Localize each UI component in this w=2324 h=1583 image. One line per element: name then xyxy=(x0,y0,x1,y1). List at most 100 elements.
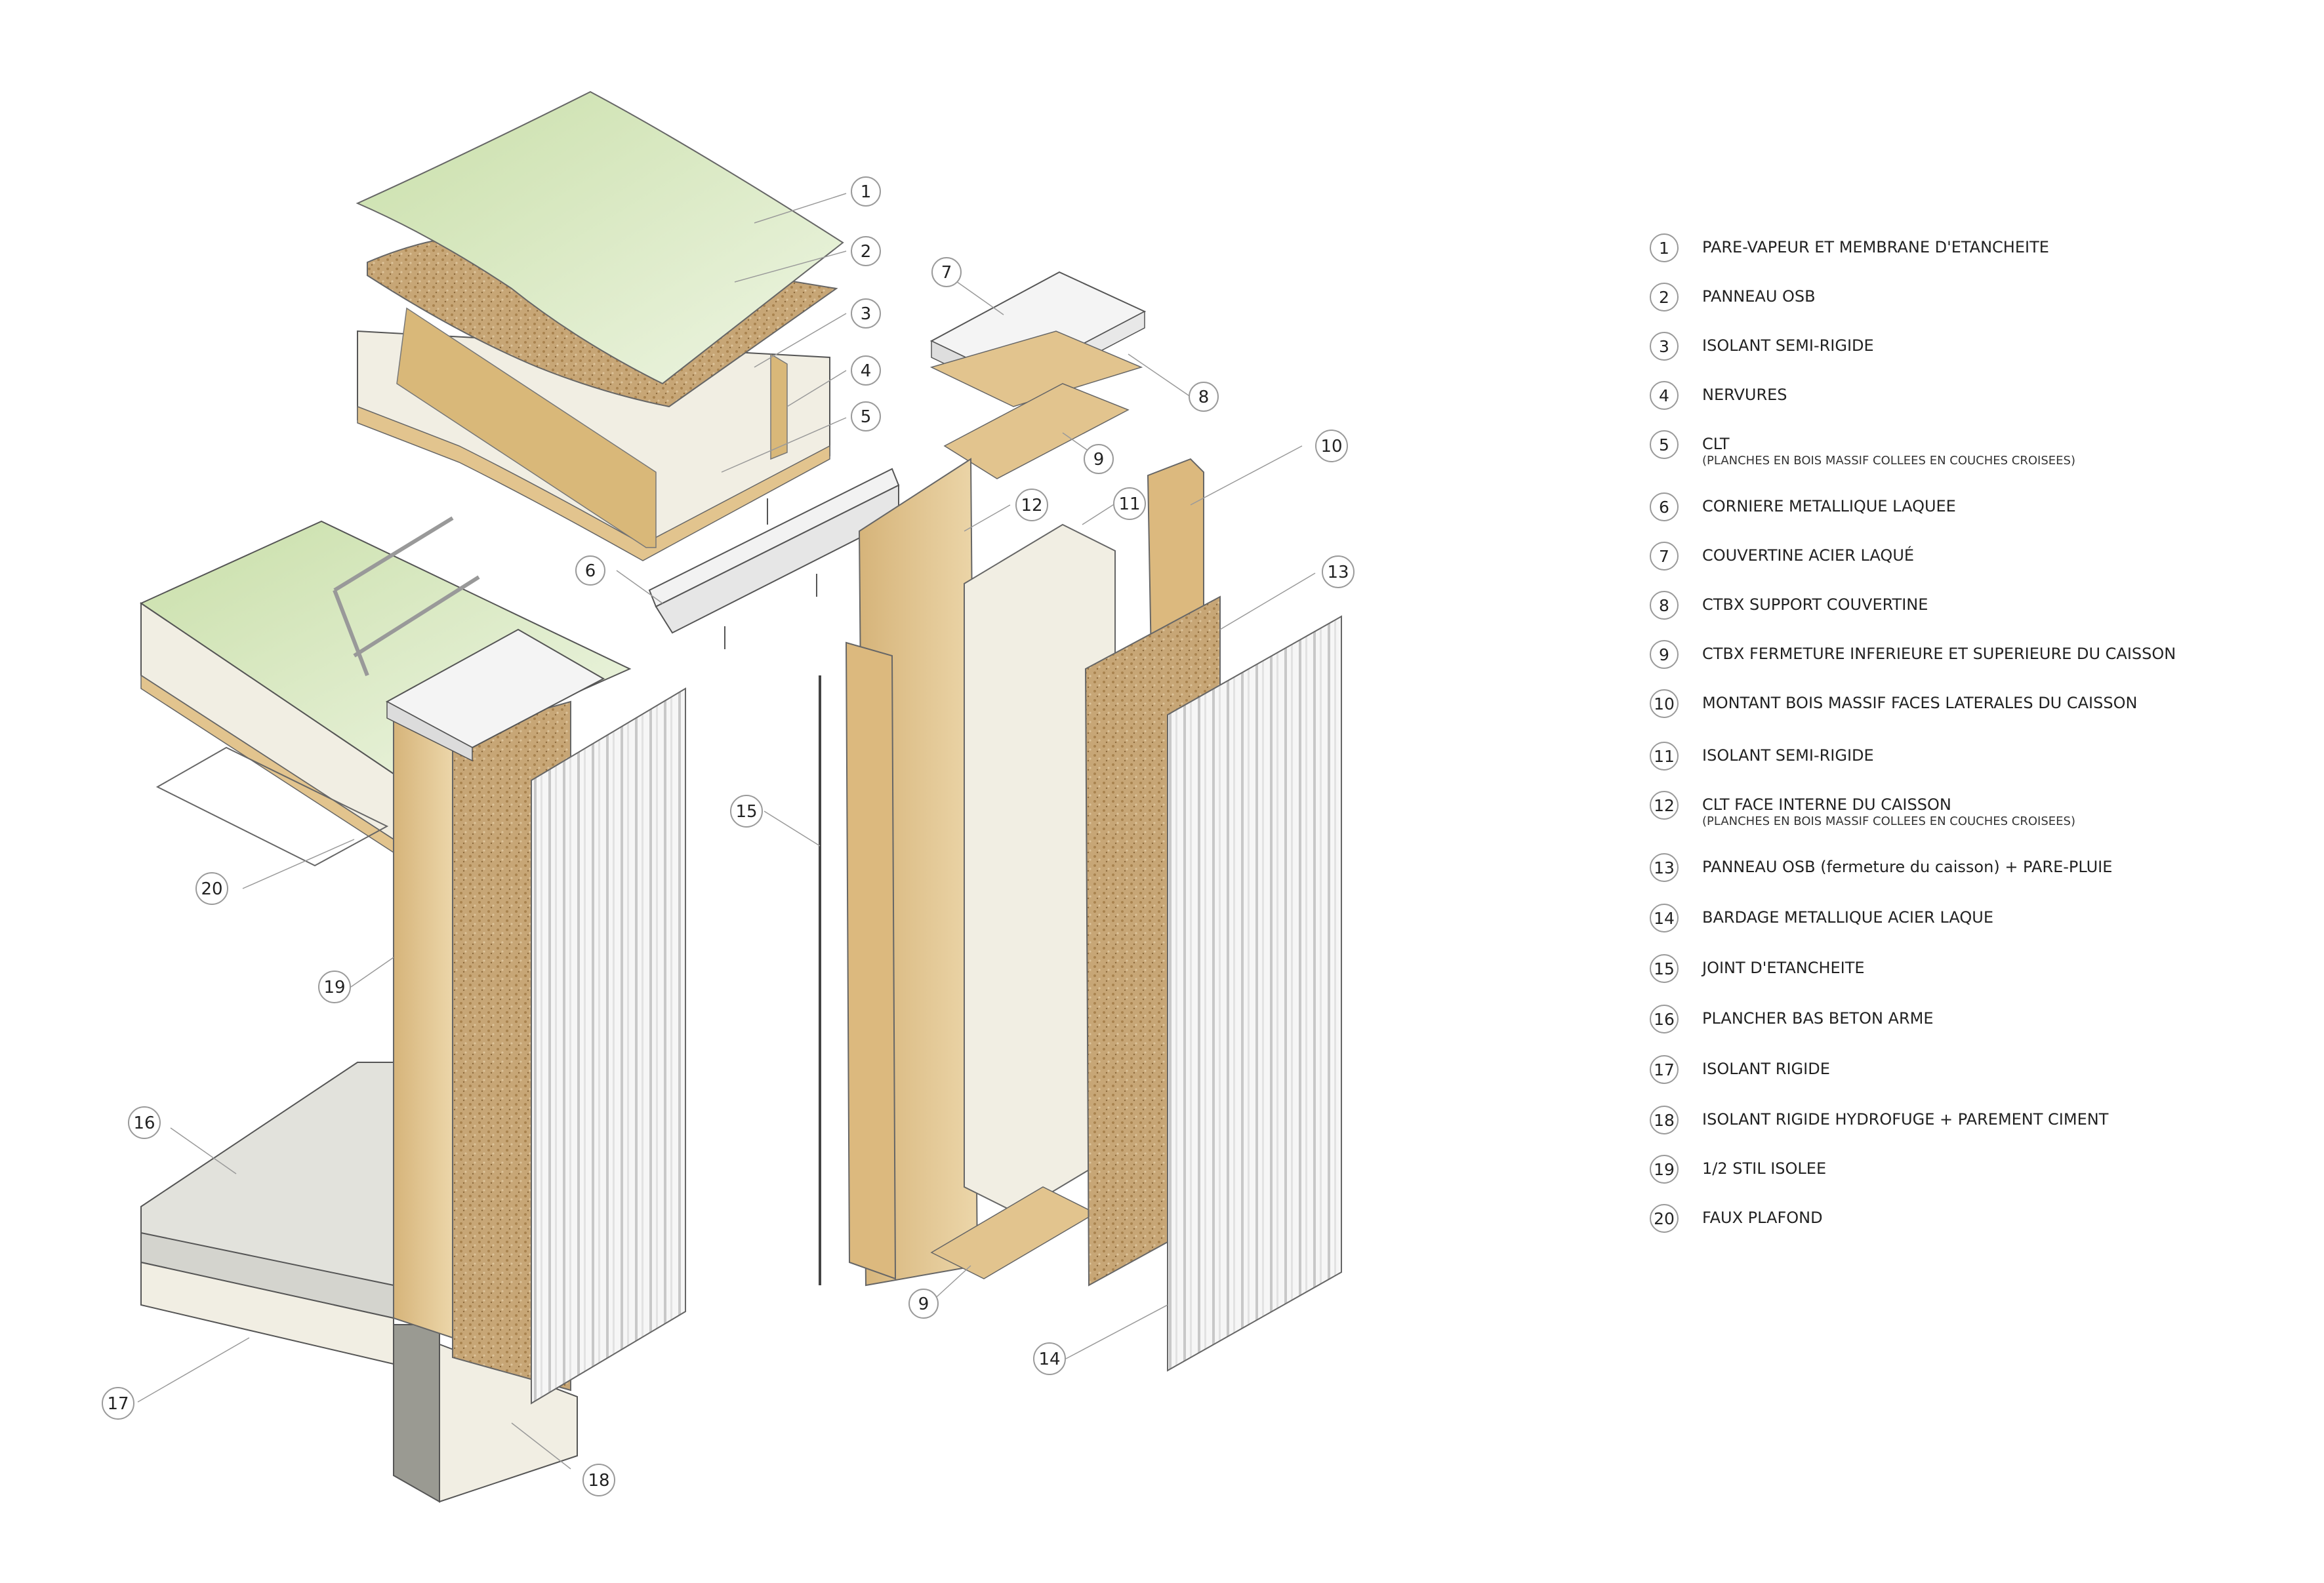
callout-20: 20 xyxy=(195,872,228,905)
svg-text:18: 18 xyxy=(588,1471,609,1491)
legend-label-text: CORNIERE METALLIQUE LAQUEE xyxy=(1702,497,1956,515)
legend-item: 3 ISOLANT SEMI-RIGIDE xyxy=(1650,332,1874,361)
svg-text:1: 1 xyxy=(861,182,872,202)
legend-sublabel: (PLANCHES EN BOIS MASSIF COLLEES EN COUC… xyxy=(1702,814,2075,828)
concrete-foundation xyxy=(393,1324,440,1503)
callout-5: 5 xyxy=(851,401,881,431)
legend-number: 2 xyxy=(1650,283,1679,311)
callout-9-bottom: 9 xyxy=(908,1289,939,1319)
legend-label-text: CTBX FERMETURE INFERIEURE ET SUPERIEURE … xyxy=(1702,645,2176,663)
guardrail xyxy=(333,516,480,677)
svg-text:2: 2 xyxy=(861,242,872,262)
svg-text:4: 4 xyxy=(861,361,872,381)
legend-label: NERVURES xyxy=(1702,381,1787,405)
svg-text:8: 8 xyxy=(1198,388,1210,407)
legend-label-text: PLANCHER BAS BETON ARME xyxy=(1702,1009,1934,1028)
svg-text:19: 19 xyxy=(323,978,345,997)
legend-item: 17 ISOLANT RIGIDE xyxy=(1650,1055,1830,1084)
membrane-sheet xyxy=(356,90,844,385)
legend-item: 19 1/2 STIL ISOLEE xyxy=(1650,1155,1826,1184)
legend-label: 1/2 STIL ISOLEE xyxy=(1702,1155,1826,1178)
roof-clt-strip xyxy=(357,405,830,561)
metal-cladding-panel xyxy=(1167,615,1342,1372)
legend-number: 19 xyxy=(1650,1155,1679,1184)
caisson-side-post-left xyxy=(845,641,897,1280)
legend-item: 16 PLANCHER BAS BETON ARME xyxy=(1650,1005,1934,1033)
metal-cladding xyxy=(531,687,686,1405)
legend-label-text: NERVURES xyxy=(1702,386,1787,404)
legend-label-text: CLT xyxy=(1702,435,1730,453)
roof-assembly xyxy=(356,90,844,561)
callout-9-top: 9 xyxy=(1084,444,1114,474)
legend-label: ISOLANT RIGIDE HYDROFUGE + PAREMENT CIME… xyxy=(1702,1106,2108,1129)
legend-item: 11 ISOLANT SEMI-RIGIDE xyxy=(1650,742,1874,771)
legend-item: 18 ISOLANT RIGIDE HYDROFUGE + PAREMENT C… xyxy=(1650,1106,2108,1134)
legend-label-text: MONTANT BOIS MASSIF FACES LATERALES DU C… xyxy=(1702,694,2138,712)
legend-label: JOINT D'ETANCHEITE xyxy=(1702,954,1865,978)
legend-item: 13 PANNEAU OSB (fermeture du caisson) + … xyxy=(1650,853,2112,882)
callout-16: 16 xyxy=(128,1106,161,1139)
svg-text:14: 14 xyxy=(1038,1350,1060,1369)
legend-label-text: PANNEAU OSB (fermeture du caisson) + PAR… xyxy=(1702,858,2113,876)
svg-text:15: 15 xyxy=(735,802,757,822)
callout-6: 6 xyxy=(575,555,605,586)
legend-label: PLANCHER BAS BETON ARME xyxy=(1702,1005,1934,1028)
svg-text:12: 12 xyxy=(1021,496,1042,515)
legend-sublabel: (PLANCHES EN BOIS MASSIF COLLEES EN COUC… xyxy=(1702,454,2075,468)
svg-text:6: 6 xyxy=(585,561,596,581)
legend-number: 6 xyxy=(1650,492,1679,521)
legend-label-text: CTBX SUPPORT COUVERTINE xyxy=(1702,595,1928,614)
legend-item: 14 BARDAGE METALLIQUE ACIER LAQUE xyxy=(1650,904,1993,932)
legend-number: 5 xyxy=(1650,430,1679,459)
legend-label-text: ISOLANT SEMI-RIGIDE xyxy=(1702,746,1874,765)
legend-number: 8 xyxy=(1650,591,1679,620)
legend-label-text: COUVERTINE ACIER LAQUÉ xyxy=(1702,546,1915,565)
legend-item: 2 PANNEAU OSB xyxy=(1650,283,1816,311)
roof-rib xyxy=(770,353,788,460)
callout-14: 14 xyxy=(1033,1342,1066,1375)
legend-number: 14 xyxy=(1650,904,1679,932)
legend-label-text: ISOLANT RIGIDE xyxy=(1702,1060,1830,1078)
legend-item: 20 FAUX PLAFOND xyxy=(1650,1204,1823,1233)
svg-text:3: 3 xyxy=(861,304,872,324)
svg-text:5: 5 xyxy=(861,407,872,427)
legend-number: 12 xyxy=(1650,791,1679,820)
legend-label: PARE-VAPEUR ET MEMBRANE D'ETANCHEITE xyxy=(1702,233,2049,257)
legend-label-text: ISOLANT RIGIDE HYDROFUGE + PAREMENT CIME… xyxy=(1702,1110,2109,1129)
legend-label-text: BARDAGE METALLIQUE ACIER LAQUE xyxy=(1702,908,1993,927)
callout-13: 13 xyxy=(1322,555,1355,588)
svg-text:10: 10 xyxy=(1320,437,1342,456)
legend-item: 5 CLT(PLANCHES EN BOIS MASSIF COLLEES EN… xyxy=(1650,430,2075,468)
coping-parts xyxy=(929,271,1147,479)
legend-item: 8 CTBX SUPPORT COUVERTINE xyxy=(1650,591,1928,620)
callout-18: 18 xyxy=(582,1464,615,1496)
legend-label: CLT(PLANCHES EN BOIS MASSIF COLLEES EN C… xyxy=(1702,430,2075,468)
legend-label: CORNIERE METALLIQUE LAQUEE xyxy=(1702,492,1956,516)
legend-item: 9 CTBX FERMETURE INFERIEURE ET SUPERIEUR… xyxy=(1650,640,2176,669)
legend-label: ISOLANT RIGIDE xyxy=(1702,1055,1830,1079)
legend-item: 4 NERVURES xyxy=(1650,381,1787,410)
legend-label-text: JOINT D'ETANCHEITE xyxy=(1702,959,1865,977)
legend-label-text: PARE-VAPEUR ET MEMBRANE D'ETANCHEITE xyxy=(1702,238,2049,256)
legend-number: 13 xyxy=(1650,853,1679,882)
legend-label: MONTANT BOIS MASSIF FACES LATERALES DU C… xyxy=(1702,689,2137,713)
callout-1: 1 xyxy=(851,176,881,207)
legend-item: 10 MONTANT BOIS MASSIF FACES LATERALES D… xyxy=(1650,689,2137,718)
legend-label-text: FAUX PLAFOND xyxy=(1702,1209,1823,1227)
legend-item: 6 CORNIERE METALLIQUE LAQUEE xyxy=(1650,492,1956,521)
false-ceiling xyxy=(155,746,389,867)
legend-label: FAUX PLAFOND xyxy=(1702,1204,1823,1228)
legend-label: BARDAGE METALLIQUE ACIER LAQUE xyxy=(1702,904,1993,927)
ctbx-top-closure xyxy=(943,383,1130,479)
assembled-section xyxy=(139,516,686,1503)
legend-item: 15 JOINT D'ETANCHEITE xyxy=(1650,954,1865,983)
callout-7: 7 xyxy=(931,257,962,287)
legend-label: PANNEAU OSB (fermeture du caisson) + PAR… xyxy=(1702,853,2112,877)
legend-item: 12 CLT FACE INTERNE DU CAISSON(PLANCHES … xyxy=(1650,791,2075,829)
legend-label-text: ISOLANT SEMI-RIGIDE xyxy=(1702,336,1874,355)
legend-label: ISOLANT SEMI-RIGIDE xyxy=(1702,742,1874,765)
legend-label-text: CLT FACE INTERNE DU CAISSON xyxy=(1702,795,1951,814)
legend-number: 9 xyxy=(1650,640,1679,669)
legend-number: 18 xyxy=(1650,1106,1679,1134)
